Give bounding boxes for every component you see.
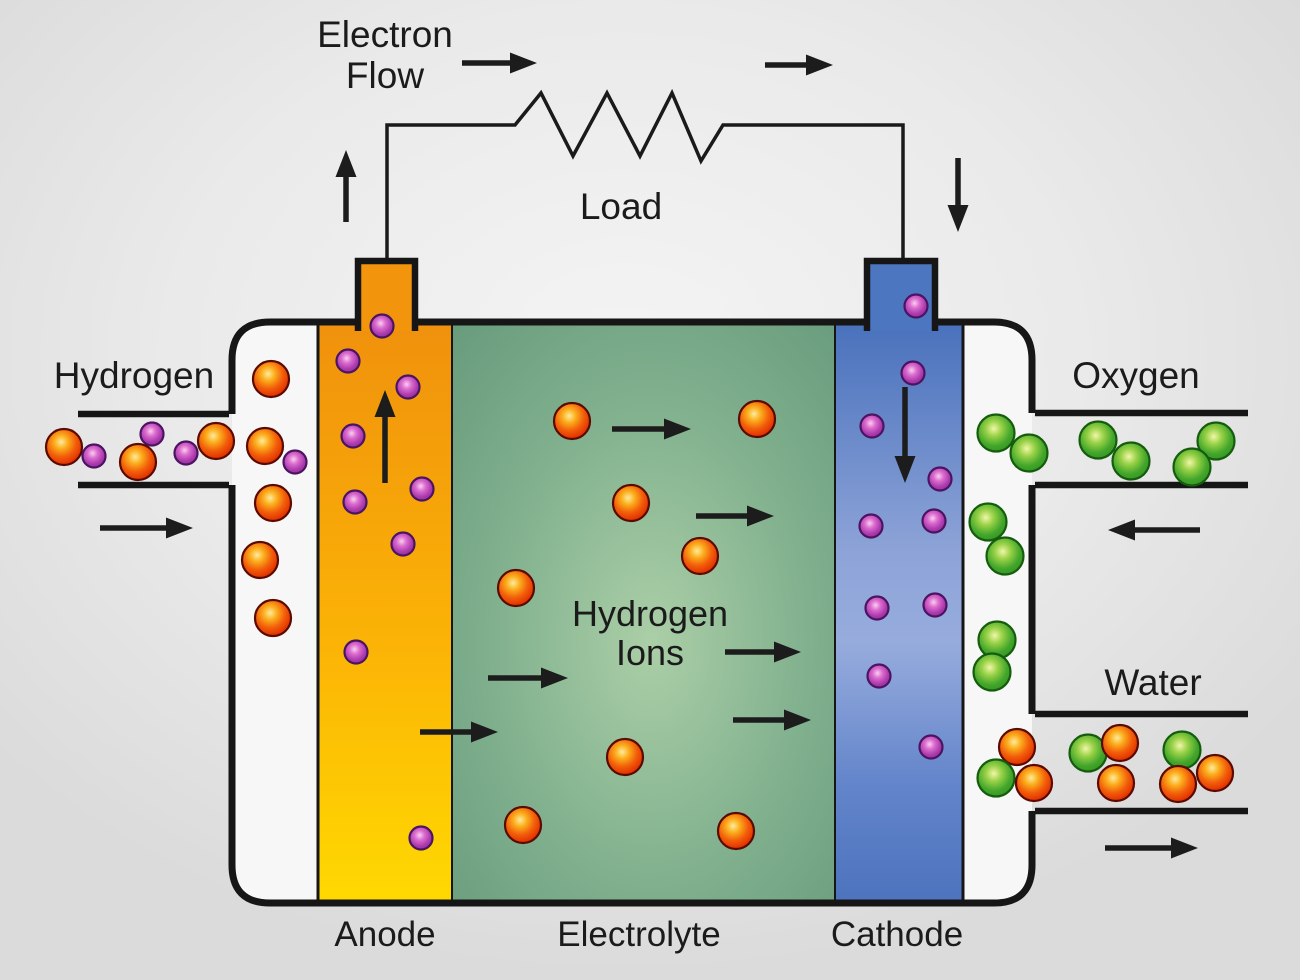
oxygen-molecule bbox=[968, 502, 1008, 542]
electron-molecule bbox=[922, 592, 948, 618]
oxygen-molecule bbox=[1068, 733, 1108, 773]
oxygen-molecule bbox=[1009, 433, 1049, 473]
electron-molecule bbox=[921, 508, 947, 534]
electron-flow-arrow bbox=[765, 54, 833, 76]
electron-molecule bbox=[918, 734, 944, 760]
hydrogen-molecule bbox=[716, 811, 756, 851]
pipes bbox=[78, 409, 1248, 815]
electron-molecule bbox=[858, 513, 884, 539]
hydrogen-molecule bbox=[611, 483, 651, 523]
anode-terminal bbox=[354, 257, 419, 331]
oxygen-molecule bbox=[1196, 421, 1236, 461]
electron-flow-label: Electron Flow bbox=[317, 14, 453, 97]
water-label: Water bbox=[1104, 662, 1202, 703]
oxygen-label: Oxygen bbox=[1072, 355, 1200, 396]
electron-molecule bbox=[342, 489, 368, 515]
hydrogen-molecule bbox=[240, 540, 280, 580]
ion-arrow bbox=[420, 721, 498, 743]
electron-molecule bbox=[81, 443, 107, 469]
hydrogen-ions-label: Hydrogen Ions bbox=[571, 593, 729, 674]
hydrogen-molecule bbox=[1096, 763, 1136, 803]
electron-flow-arrow bbox=[462, 52, 537, 74]
electrolyte-label: Electrolyte bbox=[557, 915, 721, 954]
oxygen-in-arrow bbox=[1108, 519, 1200, 541]
hydrogen-molecule bbox=[1014, 763, 1054, 803]
electron-molecule bbox=[864, 595, 890, 621]
cathode-terminal bbox=[863, 257, 939, 331]
hydrogen-molecule bbox=[253, 598, 293, 638]
cathode-wire-arrow bbox=[947, 158, 969, 232]
circuit-wire-resistor bbox=[385, 88, 905, 262]
electron-molecule bbox=[139, 421, 165, 447]
electron-molecule bbox=[173, 440, 199, 466]
oxygen-molecule bbox=[972, 652, 1012, 692]
electron-molecule bbox=[903, 293, 929, 319]
ion-arrow bbox=[696, 505, 774, 527]
electron-molecule bbox=[408, 825, 434, 851]
hydrogen-molecule bbox=[737, 399, 777, 439]
ion-arrow bbox=[612, 418, 691, 440]
cathode-label: Cathode bbox=[830, 915, 964, 954]
hydrogen-molecule bbox=[1195, 753, 1235, 793]
hydrogen-molecule bbox=[118, 442, 158, 482]
water-out-arrow bbox=[1105, 837, 1198, 859]
molecules bbox=[44, 293, 1236, 851]
hydrogen-molecule bbox=[245, 426, 285, 466]
electron-molecule bbox=[282, 449, 308, 475]
oxygen-molecule bbox=[985, 536, 1025, 576]
anode-wire-arrow bbox=[335, 150, 357, 222]
electron-molecule bbox=[335, 348, 361, 374]
load-label: Load bbox=[579, 186, 663, 227]
electron-molecule bbox=[900, 360, 926, 386]
anode-up-arrow bbox=[374, 390, 396, 483]
hydrogen-molecule bbox=[1158, 764, 1198, 804]
electron-molecule bbox=[859, 413, 885, 439]
hydrogen-in-arrow bbox=[100, 517, 193, 539]
hydrogen-molecule bbox=[251, 359, 291, 399]
hydrogen-molecule bbox=[44, 427, 84, 467]
hydrogen-molecule bbox=[503, 805, 543, 845]
hydrogen-molecule bbox=[605, 737, 645, 777]
electron-molecule bbox=[340, 423, 366, 449]
electron-molecule bbox=[390, 531, 416, 557]
ion-arrow bbox=[733, 709, 811, 731]
hydrogen-molecule bbox=[997, 727, 1037, 767]
oxygen-molecule bbox=[1078, 420, 1118, 460]
flow-arrows bbox=[100, 52, 1200, 859]
hydrogen-molecule bbox=[253, 483, 293, 523]
electron-molecule bbox=[369, 313, 395, 339]
hydrogen-molecule bbox=[680, 536, 720, 576]
hydrogen-molecule bbox=[1100, 723, 1140, 763]
electron-molecule bbox=[409, 476, 435, 502]
electron-molecule bbox=[927, 466, 953, 492]
cell-wall-bottom bbox=[228, 485, 1036, 907]
cathode-down-arrow bbox=[894, 387, 916, 483]
oxygen-molecule bbox=[1172, 447, 1212, 487]
ion-arrow bbox=[488, 667, 568, 689]
ion-arrow bbox=[725, 641, 801, 663]
hydrogen-molecule bbox=[552, 401, 592, 441]
oxygen-molecule bbox=[1162, 730, 1202, 770]
electron-molecule bbox=[866, 663, 892, 689]
electron-molecule bbox=[395, 374, 421, 400]
hydrogen-label: Hydrogen bbox=[53, 355, 215, 396]
anode-label: Anode bbox=[334, 915, 436, 954]
hydrogen-molecule bbox=[196, 421, 236, 461]
oxygen-molecule bbox=[1111, 441, 1151, 481]
electron-molecule bbox=[343, 639, 369, 665]
oxygen-molecule bbox=[976, 413, 1016, 453]
cell-wall-top bbox=[228, 318, 1036, 414]
oxygen-molecule bbox=[976, 758, 1016, 798]
hydrogen-molecule bbox=[496, 568, 536, 608]
oxygen-molecule bbox=[977, 620, 1017, 660]
